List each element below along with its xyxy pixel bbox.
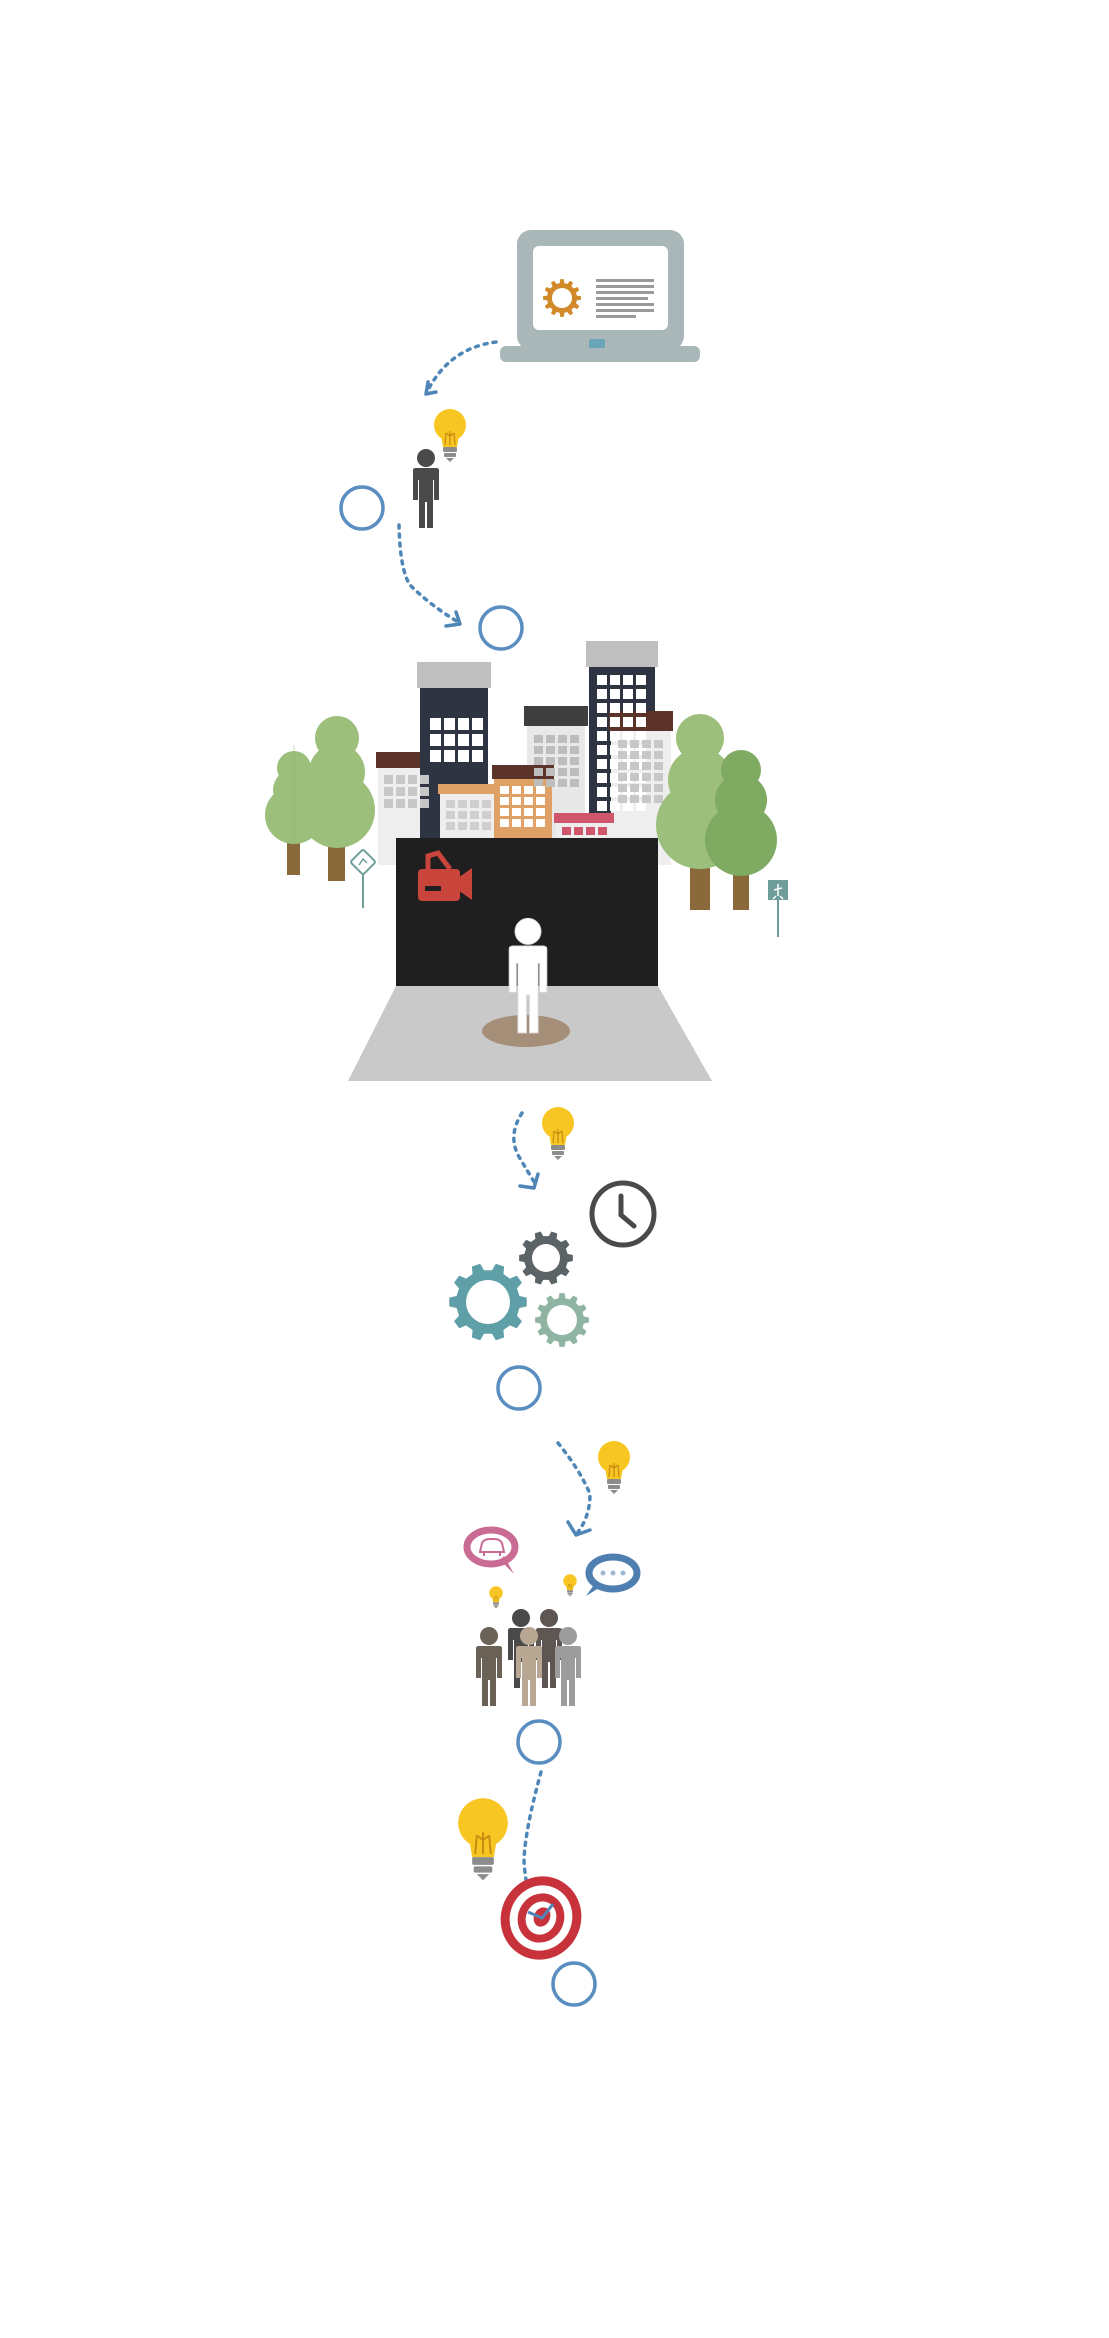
person-idea-icon: [413, 408, 467, 528]
tree-icon: [705, 750, 777, 910]
exit-sign-icon: [768, 880, 788, 937]
circle-node-icon: [551, 1961, 597, 2007]
circle-node-icon: [339, 485, 385, 531]
circle-node-icon: [478, 605, 524, 651]
gear-icon: [543, 279, 581, 317]
dots-speech-bubble-icon: [585, 1553, 641, 1596]
person-icon: [413, 449, 439, 528]
people-group-icon: [463, 1526, 641, 1706]
lightbulb-icon: [541, 1106, 575, 1161]
circle-node-icon: [496, 1365, 542, 1411]
lightbulb-icon: [597, 1440, 631, 1495]
gear-icon: [519, 1231, 573, 1285]
lightbulb-icon: [489, 1586, 503, 1609]
car-speech-bubble-icon: [463, 1526, 519, 1574]
tree-icon: [299, 716, 375, 881]
video-camera-icon: [418, 850, 472, 901]
text-lines: [596, 279, 654, 318]
building-windows: [384, 675, 663, 846]
laptop-gear-icon: [500, 230, 700, 362]
lightbulb-icon: [457, 1797, 509, 1882]
flow-arrow-4: [556, 1441, 592, 1537]
gear-icon: [535, 1293, 589, 1347]
flow-arrow-1: [424, 340, 498, 396]
flow-arrow-3: [512, 1111, 540, 1190]
flow-arrow-2: [397, 523, 462, 628]
gear-icon: [449, 1263, 527, 1341]
street-sign-icon: [350, 849, 376, 908]
gears-clock-icon: [449, 1180, 657, 1347]
clock-icon: [589, 1180, 657, 1248]
lightbulb-icon: [433, 408, 467, 463]
circle-node-icon: [516, 1719, 562, 1765]
target-icon: [500, 1876, 582, 1960]
lightbulb-icon: [563, 1574, 577, 1597]
city-studio-icon: [265, 641, 788, 1081]
